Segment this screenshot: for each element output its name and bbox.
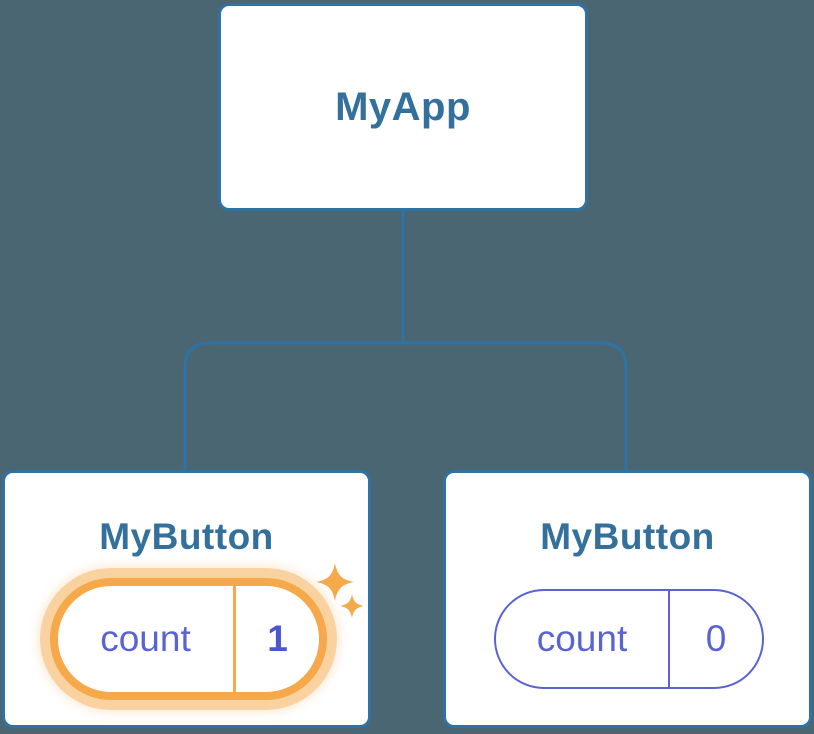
state-value: 1 <box>233 586 319 692</box>
state-name-label: count <box>536 618 628 659</box>
sparkle-icon-large <box>316 563 354 601</box>
node-myapp-label: MyApp <box>335 84 471 129</box>
state-value: 0 <box>668 591 762 687</box>
sparkle-icon-small <box>340 594 364 618</box>
node-mybutton-left-label: MyButton <box>99 516 274 557</box>
node-myapp: MyApp <box>218 3 588 211</box>
state-name-label: count <box>100 618 191 659</box>
state-pill-normal: count 0 <box>494 589 764 689</box>
state-pill-highlighted: count 1 <box>50 578 327 700</box>
node-mybutton-right-label: MyButton <box>540 516 715 557</box>
